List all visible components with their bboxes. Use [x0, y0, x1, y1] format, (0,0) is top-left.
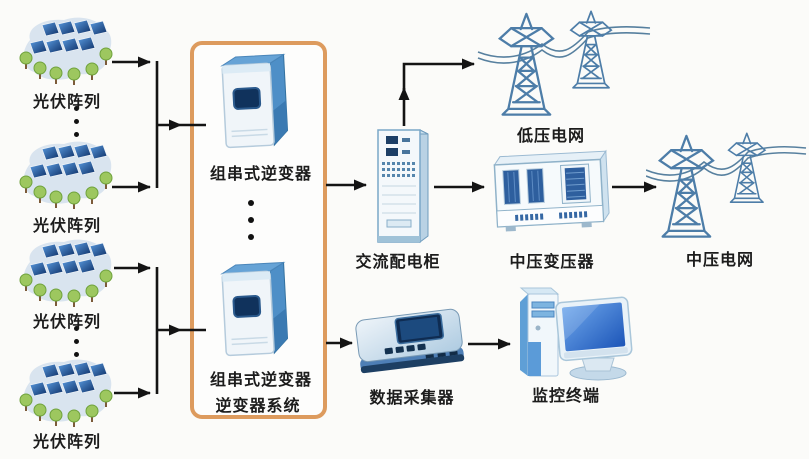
pv-array-label: 光伏阵列	[32, 432, 101, 451]
string-inverter-label: 组串式逆变器	[209, 370, 312, 389]
mv-grid-label: 中压电网	[685, 250, 754, 269]
pv-array-label: 光伏阵列	[32, 312, 101, 331]
pv-array-label: 光伏阵列	[32, 92, 101, 111]
computer-illustration	[519, 287, 633, 381]
inverter-system-label: 逆变器系统	[215, 396, 301, 415]
data-collector-label: 数据采集器	[369, 388, 455, 407]
mv-transformer-label: 中压变压器	[509, 252, 595, 271]
pv-array-illustration	[19, 17, 113, 85]
transformer-illustration	[493, 149, 610, 232]
vertical-ellipsis-icon	[74, 106, 79, 137]
ac-cabinet-illustration	[377, 129, 429, 243]
string-inverter-label: 组串式逆变器	[209, 164, 312, 183]
lv-grid-label: 低压电网	[516, 126, 585, 145]
transmission-towers-illustration	[646, 132, 807, 238]
ac-cabinet-label: 交流配电柜	[355, 252, 441, 271]
transmission-towers-illustration	[477, 10, 651, 116]
pv-array-illustration	[19, 239, 113, 307]
pv-array-illustration	[19, 359, 113, 427]
data-collector-illustration	[355, 308, 465, 374]
pv-array-label: 光伏阵列	[32, 216, 101, 235]
vertical-ellipsis-icon	[74, 326, 79, 357]
pv-array-illustration	[19, 141, 113, 209]
string-inverter-illustration	[220, 53, 289, 149]
monitoring-terminal-label: 监控终端	[531, 386, 600, 405]
vertical-ellipsis-icon	[248, 200, 254, 240]
string-inverter-illustration	[220, 261, 289, 357]
